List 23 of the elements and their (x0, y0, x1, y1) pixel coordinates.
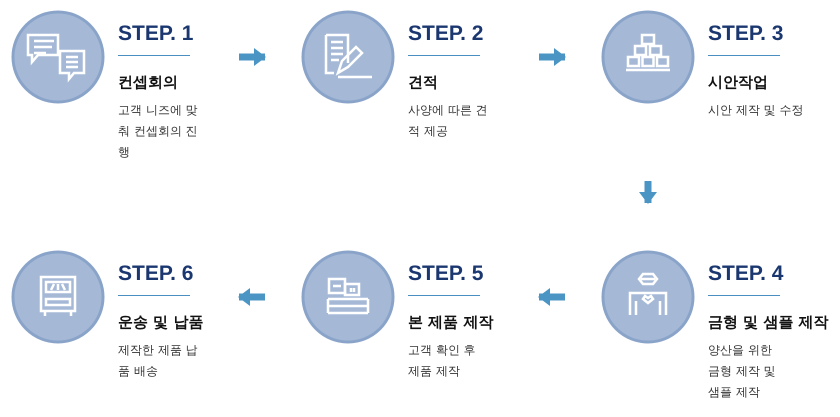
step-number: STEP. 1 (118, 22, 194, 46)
step-title: 시안작업 (708, 72, 768, 92)
step-number: STEP. 4 (708, 262, 784, 286)
step-description: 시안 제작 및 수정 (708, 102, 804, 119)
step-description: 양산을 위한 금형 제작 및 샘플 제작 (708, 342, 777, 401)
step-number: STEP. 5 (408, 262, 484, 286)
step-title: 본 제품 제작 (408, 312, 494, 332)
step-number: STEP. 2 (408, 22, 484, 46)
step-description: 사양에 따른 견적 제공 (408, 102, 488, 140)
arrow (238, 288, 265, 306)
step-title: 컨셉회의 (118, 72, 178, 92)
arrow (639, 181, 657, 204)
step-description: 고객 니즈에 맞춰 컨셉회의 진행 (118, 102, 199, 161)
step-title: 운송 및 납품 (118, 312, 204, 332)
step-description: 제작한 제품 납품 배송 (118, 342, 198, 380)
arrow (539, 48, 566, 66)
step-number: STEP. 6 (118, 262, 194, 286)
arrow (239, 48, 266, 66)
step-number: STEP. 3 (708, 22, 784, 46)
step-description: 고객 확인 후 제품 제작 (408, 342, 477, 380)
step-title: 금형 및 샘플 제작 (708, 312, 829, 332)
step-title: 견적 (408, 72, 438, 92)
arrow (538, 288, 565, 306)
